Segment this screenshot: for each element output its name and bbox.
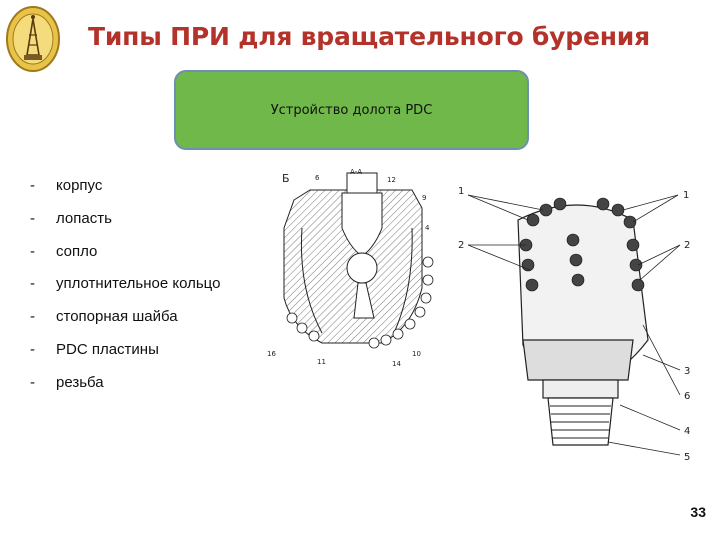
label-2-right: 2: [684, 240, 690, 251]
bit-cross-section-drawing: Б А-А 6 12 9 4 10 16 11 14: [267, 168, 434, 368]
label-4: 4: [425, 224, 430, 232]
list-item: - PDC пластины: [30, 341, 220, 374]
list-item-text: PDC пластины: [56, 340, 159, 358]
box-label: Устройство долота PDC: [270, 102, 433, 118]
label-3: 3: [684, 366, 690, 377]
slide-title: Типы ПРИ для вращательного бурения: [88, 22, 650, 51]
list-item-text: стопорная шайба: [56, 308, 178, 326]
list-item: - сопло: [30, 243, 220, 276]
list-item-text: сопло: [56, 242, 98, 260]
list-item-text: лопасть: [56, 209, 112, 227]
list-item: - корпус: [30, 177, 220, 210]
label-11: 11: [317, 358, 326, 366]
pdc-bit-drawing: 1 1 2 2 3 6 4 5: [458, 186, 690, 463]
label-1-left: 1: [458, 186, 464, 197]
page-number: 33: [690, 504, 706, 520]
university-logo: [6, 6, 60, 72]
list-dash: -: [30, 373, 35, 391]
label-section-aa: А-А: [350, 168, 362, 176]
label-10: 10: [412, 350, 421, 358]
label-b: Б: [282, 172, 290, 185]
label-9: 9: [422, 194, 426, 202]
pdc-bit-structure-box: Устройство долота PDC: [174, 70, 529, 150]
list-dash: -: [30, 308, 35, 326]
list-dash: -: [30, 177, 35, 194]
label-5: 5: [684, 452, 690, 463]
label-2-left: 2: [458, 240, 464, 251]
list-dash: -: [30, 340, 35, 358]
label-6: 6: [684, 391, 690, 402]
list-item-text: корпус: [56, 177, 103, 194]
label-12: 12: [387, 176, 396, 184]
list-dash: -: [30, 275, 35, 293]
list-dash: -: [30, 242, 35, 260]
label-4: 4: [684, 426, 690, 437]
label-6: 6: [315, 174, 320, 182]
list-dash: -: [30, 209, 35, 227]
label-14: 14: [392, 360, 401, 368]
label-1-right: 1: [683, 190, 689, 201]
list-item-text: уплотнительное кольцо: [56, 275, 221, 293]
list-item: - лопасть: [30, 210, 220, 243]
label-16: 16: [267, 350, 276, 358]
list-item: - резьба: [30, 374, 220, 407]
list-item: - стопорная шайба: [30, 308, 220, 341]
list-item-text: резьба: [56, 373, 104, 391]
list-item: - уплотнительное кольцо: [30, 275, 220, 308]
components-list: - корпус - лопасть - сопло - уплотнительное …: [30, 177, 220, 407]
